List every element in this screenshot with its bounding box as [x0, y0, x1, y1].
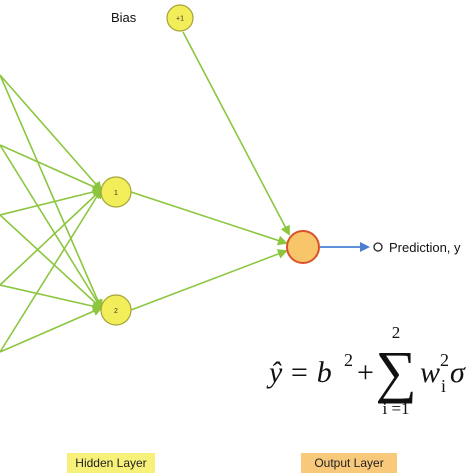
prediction-label: Prediction, y [389, 240, 461, 255]
edge-in-4-h1 [0, 188, 103, 286]
formula-plus: + [357, 356, 374, 389]
edge-h1-output [130, 191, 288, 246]
edge-in-3-h2 [0, 214, 103, 310]
formula: ŷ = b 2 + 2 ∑ i =1 w 2 i σ [266, 323, 466, 418]
edge-h2-output [130, 249, 288, 311]
edge-in-2-h2 [0, 144, 103, 310]
output-layer-badge: Output Layer [301, 453, 397, 473]
edge-in-3-h1 [0, 187, 103, 216]
formula-equals-b: = b [289, 356, 332, 389]
edge-in-5-h1 [0, 188, 103, 353]
formula-sigma: σ [450, 356, 466, 389]
prediction-node [373, 242, 383, 252]
edge-bias-output [182, 31, 290, 236]
bias-node-value: +1 [176, 16, 184, 23]
formula-w-sub: i [441, 376, 446, 396]
formula-b-exponent: 2 [344, 350, 353, 370]
edge-in-1-h1 [0, 74, 103, 192]
hidden-node-2-label: 2 [114, 308, 118, 315]
edge-in-4-h2 [0, 284, 103, 312]
formula-sum-upper: 2 [392, 323, 401, 342]
bias-node: +1 [166, 4, 194, 32]
formula-w-super: 2 [440, 350, 449, 370]
hidden-node-1: 1 [100, 176, 132, 208]
hidden-node-2: 2 [100, 294, 132, 326]
edge-in-2-h1 [0, 144, 103, 192]
bias-label: Bias [111, 10, 137, 25]
edge-in-1-h2 [0, 74, 103, 310]
hidden-layer-badge: Hidden Layer [67, 453, 155, 473]
formula-sum-symbol: ∑ [375, 339, 416, 404]
output-node [286, 230, 320, 264]
hidden-node-1-label: 1 [114, 190, 118, 197]
formula-yhat: ŷ [266, 356, 283, 389]
edge-in-5-h2 [0, 306, 103, 353]
formula-sum-lower: i =1 [382, 399, 409, 418]
input-edges [0, 74, 103, 353]
output-edges [130, 31, 290, 311]
formula-w: w [420, 356, 440, 389]
